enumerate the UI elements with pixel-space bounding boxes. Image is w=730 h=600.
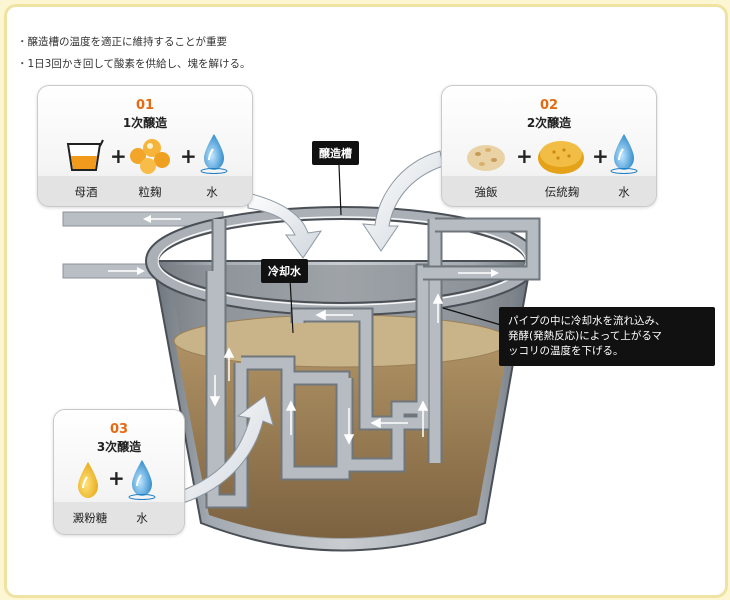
card-second-brew: 02 2次醸造 + + 強飯 伝統麹 水 bbox=[441, 85, 657, 207]
card-band bbox=[38, 176, 252, 206]
tank-illustration bbox=[62, 150, 541, 552]
sugar-drop-icon bbox=[78, 462, 98, 498]
water-drop-icon bbox=[200, 134, 228, 174]
water-drop-icon bbox=[128, 460, 156, 500]
ingredient-label: 澱粉糖 bbox=[72, 511, 108, 525]
card-band bbox=[54, 502, 184, 534]
coolant-label: 冷却水 bbox=[261, 259, 308, 283]
note-item: 1日3回かき回して酸素を供給し、塊を解ける。 bbox=[17, 53, 251, 75]
card-title: 3次醸造 bbox=[96, 440, 142, 454]
ingredient-label: 伝統麹 bbox=[544, 185, 580, 199]
input-arrow-1 bbox=[247, 192, 323, 259]
note-item: 醸造槽の温度を適正に維持することが重要 bbox=[17, 31, 251, 53]
measuring-cup-icon bbox=[66, 139, 104, 171]
card-first-brew: 01 1次醸造 + + 母酒 粒麹 水 bbox=[37, 85, 253, 207]
pipe-explanation-line: ッコリの温度を下げる。 bbox=[508, 345, 624, 357]
pipe-explanation-line: パイプの中に冷却水を流れ込み、 bbox=[508, 315, 666, 327]
ingredient-label: 粒麹 bbox=[138, 185, 162, 199]
water-drop-icon bbox=[610, 134, 638, 174]
ingredient-label: 水 bbox=[136, 511, 148, 525]
plus-sign: + bbox=[108, 466, 125, 490]
flow-arrows bbox=[209, 293, 444, 445]
ingredient-label: 水 bbox=[618, 185, 630, 199]
pipe-right-outlet bbox=[423, 217, 541, 281]
card-third-brew: 03 3次醸造 + 澱粉糖 水 bbox=[53, 409, 185, 535]
card-number: 02 bbox=[539, 98, 559, 113]
pipe-explanation: パイプの中に冷却水を流れ込み、 発酵(発熱反応)によって上がるマ ッコリの温度を… bbox=[499, 307, 715, 366]
grain-koji-icon bbox=[130, 139, 170, 174]
plus-sign: + bbox=[516, 144, 533, 168]
koji-cake-icon bbox=[538, 141, 584, 174]
input-arrow-2 bbox=[362, 150, 444, 252]
notes-list: 醸造槽の温度を適正に維持することが重要 1日3回かき回して酸素を供給し、塊を解け… bbox=[17, 31, 251, 75]
leader-lines bbox=[289, 164, 502, 334]
ingredient-label: 母酒 bbox=[74, 185, 98, 199]
card-number: 03 bbox=[109, 422, 129, 437]
ingredient-label: 強飯 bbox=[474, 185, 498, 199]
card-title: 2次醸造 bbox=[526, 116, 572, 130]
steamed-rice-icon bbox=[467, 145, 505, 171]
pipe-explanation-line: 発酵(発熱反応)によって上がるマ bbox=[508, 330, 662, 342]
plus-sign: + bbox=[592, 144, 609, 168]
plus-sign: + bbox=[110, 144, 127, 168]
ingredient-label: 水 bbox=[206, 185, 218, 199]
card-title: 1次醸造 bbox=[122, 116, 168, 130]
card-band bbox=[442, 176, 656, 206]
card-number: 01 bbox=[135, 98, 155, 113]
plus-sign: + bbox=[180, 144, 197, 168]
input-arrow-3 bbox=[180, 395, 274, 504]
tank-label: 醸造槽 bbox=[312, 141, 359, 165]
diagram-frame: 醸造槽の温度を適正に維持することが重要 1日3回かき回して酸素を供給し、塊を解け… bbox=[4, 4, 728, 598]
